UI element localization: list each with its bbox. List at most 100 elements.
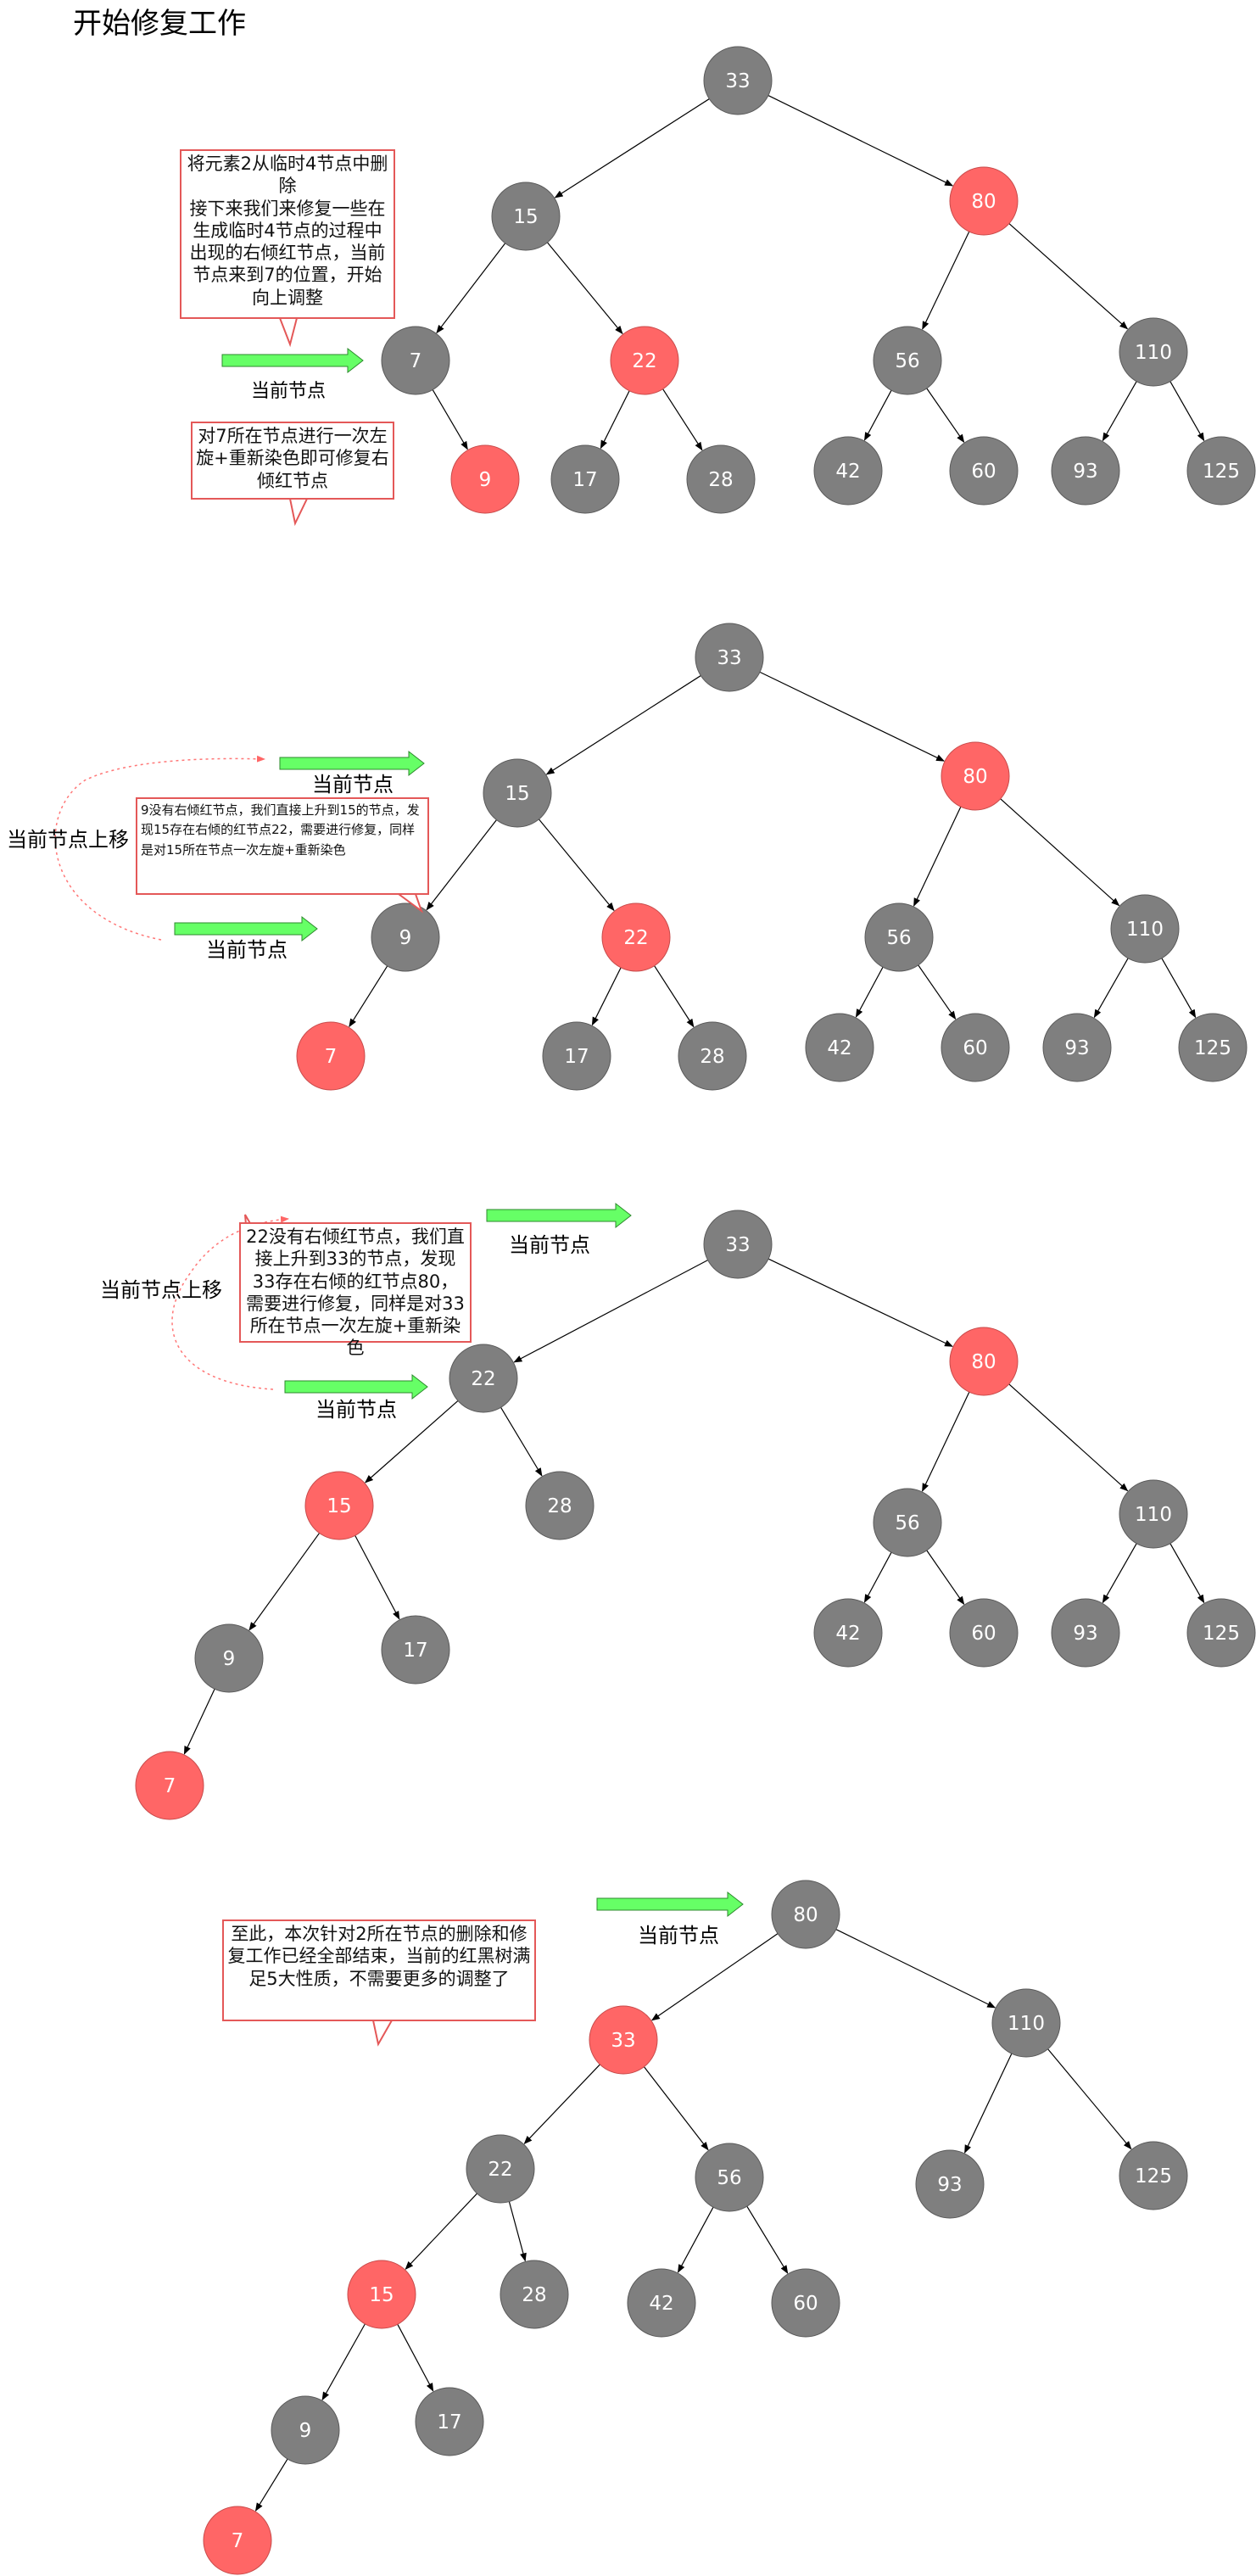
tree1-node-93: 93 xyxy=(1051,436,1120,506)
node-label: 56 xyxy=(895,350,919,372)
tree3-node-33: 33 xyxy=(703,1210,773,1279)
node-label: 28 xyxy=(708,469,733,491)
tree1-edge-7-9 xyxy=(432,389,468,450)
tree1-node-7: 7 xyxy=(381,326,450,395)
node-label: 125 xyxy=(1194,1037,1231,1059)
tree1-node-28: 28 xyxy=(686,444,756,514)
node-label: 17 xyxy=(572,469,597,491)
node-circle xyxy=(627,2268,696,2338)
tree4-node-125: 125 xyxy=(1119,2141,1188,2210)
node-circle xyxy=(771,2268,840,2338)
node-label: 9 xyxy=(479,469,492,491)
node-circle xyxy=(1110,894,1180,964)
node-circle xyxy=(703,46,773,115)
tree4-node-42: 42 xyxy=(627,2268,696,2338)
node-label: 17 xyxy=(564,1046,589,1068)
node-label: 22 xyxy=(623,927,648,949)
tree2-node-110: 110 xyxy=(1110,894,1180,964)
tree2-edge-15-9 xyxy=(426,819,497,911)
node-circle xyxy=(864,902,934,972)
tree2-node-80: 80 xyxy=(941,741,1010,811)
tree4-edge-15-17 xyxy=(397,2324,434,2392)
tree1-edge-80-110 xyxy=(1008,223,1129,330)
current-node-arrow-2b xyxy=(174,915,318,942)
node-label: 28 xyxy=(700,1046,724,1068)
node-circle xyxy=(991,1988,1061,2058)
tree4-edge-56-42 xyxy=(677,2206,714,2273)
node-circle xyxy=(450,444,520,514)
note-rise-to-33: 22没有右倾红节点，我们直接上升到33的节点，发现33存在右倾的红节点80，需要… xyxy=(239,1222,472,1358)
node-circle xyxy=(686,444,756,514)
node-circle xyxy=(296,1021,366,1091)
node-label: 7 xyxy=(410,350,422,372)
node-label: 17 xyxy=(403,1640,427,1662)
node-circle xyxy=(873,326,942,395)
node-label: 93 xyxy=(1073,1623,1097,1645)
note-rise-to-15: 9没有右倾红节点，我们直接上升到15的节点，发现15存在右倾的红节点22，需要进… xyxy=(136,797,429,895)
tree2-node-22: 22 xyxy=(601,902,671,972)
node-label: 9 xyxy=(223,1648,236,1670)
tree3-edge-9-7 xyxy=(183,1688,215,1755)
node-circle xyxy=(371,902,440,972)
tree3-edge-110-125 xyxy=(1169,1543,1205,1604)
node-circle xyxy=(304,1471,374,1540)
node-label: 93 xyxy=(1064,1037,1089,1059)
tree4-node-9: 9 xyxy=(271,2395,340,2465)
node-circle xyxy=(805,1013,874,1082)
node-circle xyxy=(1178,1013,1248,1082)
tree2-node-28: 28 xyxy=(678,1021,747,1091)
tree4-node-80: 80 xyxy=(771,1880,840,1949)
node-label: 33 xyxy=(725,70,750,92)
page-title: 开始修复工作 xyxy=(73,7,246,41)
tree3-edge-56-60 xyxy=(926,1550,965,1606)
tree4-edge-15-9 xyxy=(321,2323,366,2401)
tree1-edge-22-17 xyxy=(600,390,630,450)
node-label: 110 xyxy=(1135,1504,1172,1526)
tree3-node-17: 17 xyxy=(381,1615,450,1685)
tree1-node-125: 125 xyxy=(1186,436,1256,506)
node-label: 80 xyxy=(793,1904,818,1926)
tree2-node-17: 17 xyxy=(542,1021,611,1091)
node-label: 125 xyxy=(1135,2165,1172,2188)
tree2-node-15: 15 xyxy=(483,758,552,828)
node-label: 60 xyxy=(963,1037,987,1059)
note-rotate-7: 对7所在节点进行一次左旋+重新染色即可修复右倾红节点 xyxy=(191,422,394,500)
node-circle xyxy=(695,2143,764,2212)
node-label: 56 xyxy=(895,1512,919,1534)
tree4-node-7: 7 xyxy=(203,2506,272,2575)
node-circle xyxy=(381,1615,450,1685)
node-label: 15 xyxy=(513,206,538,228)
node-circle xyxy=(449,1344,518,1413)
node-circle xyxy=(1051,1598,1120,1668)
tree2-node-9: 9 xyxy=(371,902,440,972)
node-label: 80 xyxy=(963,766,987,788)
node-circle xyxy=(542,1021,611,1091)
node-label: 9 xyxy=(299,2420,312,2442)
current-node-arrow-1 xyxy=(221,347,364,374)
current-node-label-2a: 当前节点 xyxy=(312,773,394,796)
tree4-edge-80-110 xyxy=(835,1929,996,2009)
tree2-edge-22-17 xyxy=(591,967,622,1026)
tree3-node-93: 93 xyxy=(1051,1598,1120,1668)
tree1-edge-56-42 xyxy=(863,389,892,441)
note-remove-element: 将元素2从临时4节点中删除 接下来我们来修复一些在生成临时4节点的过程中出现的右… xyxy=(180,149,395,319)
node-label: 80 xyxy=(971,191,996,213)
tree1-node-33: 33 xyxy=(703,46,773,115)
node-label: 110 xyxy=(1126,919,1164,941)
tree1-edge-22-28 xyxy=(662,388,703,451)
tree4-node-33: 33 xyxy=(589,2005,658,2075)
tree3-edge-56-42 xyxy=(863,1551,892,1603)
tree1-node-9: 9 xyxy=(450,444,520,514)
node-label: 93 xyxy=(937,2174,962,2196)
node-label: 22 xyxy=(632,350,656,372)
node-label: 42 xyxy=(835,1623,860,1645)
node-circle xyxy=(1119,317,1188,387)
node-circle xyxy=(610,326,679,395)
node-label: 28 xyxy=(522,2284,546,2306)
tree1-edge-56-60 xyxy=(926,388,965,444)
node-circle xyxy=(500,2260,569,2329)
tree2-edge-15-22 xyxy=(538,819,615,912)
node-label: 7 xyxy=(164,1775,176,1797)
tree3-edge-80-56 xyxy=(922,1391,970,1492)
node-circle xyxy=(483,758,552,828)
